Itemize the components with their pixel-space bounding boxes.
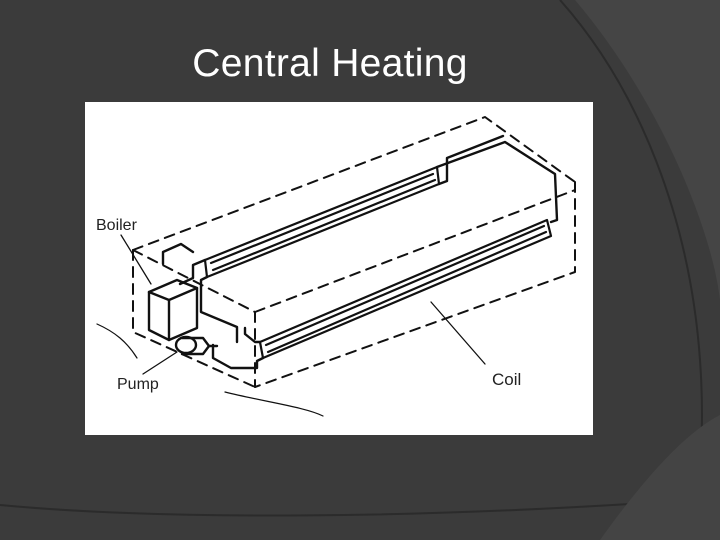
ground-line — [224, 391, 324, 417]
boiler-icon — [147, 278, 199, 342]
pump-leader-line — [142, 351, 178, 375]
slide-title: Central Heating — [192, 42, 468, 85]
boiler-leader-line — [120, 234, 152, 285]
coil-label: Coil — [492, 370, 522, 389]
diagram-drawing — [96, 116, 576, 417]
coil-leader-line — [430, 301, 486, 365]
central-heating-diagram: Boiler Pump Coil — [85, 102, 593, 435]
pump-label: Pump — [117, 376, 159, 393]
pump-icon — [174, 335, 219, 356]
boiler-label: Boiler — [96, 217, 137, 234]
coil-icon — [203, 165, 441, 279]
ground-line — [96, 323, 138, 359]
pipe-icon — [161, 134, 559, 370]
coil-icon — [258, 218, 553, 360]
room-outline-icon — [132, 116, 576, 388]
